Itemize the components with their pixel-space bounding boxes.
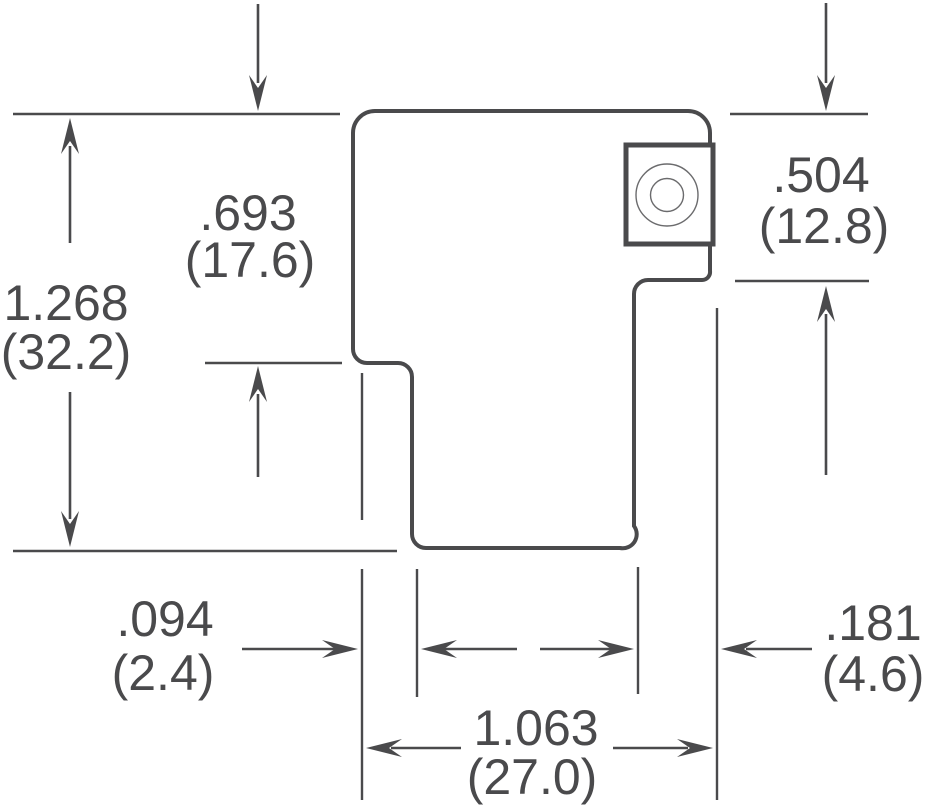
label-right-step-offset-in: .181 bbox=[824, 595, 921, 651]
dim-line-overall-height bbox=[61, 118, 79, 547]
arrowhead-down bbox=[817, 75, 835, 111]
dim-line-right-step-offset bbox=[540, 640, 812, 658]
dimension-labels: 1.268 (32.2) .693 (17.6) .504 (12.8) .09… bbox=[1, 147, 925, 805]
dimension-lines bbox=[61, 3, 835, 757]
screw-hole-outer-circle bbox=[635, 163, 699, 227]
arrowhead-up bbox=[817, 286, 835, 322]
label-overall-height-mm: (32.2) bbox=[1, 324, 132, 380]
part-outline bbox=[351, 109, 713, 551]
part-profile bbox=[351, 109, 716, 551]
screw-hole-inner-circle bbox=[649, 177, 685, 213]
label-top-to-right-step-mm: (12.8) bbox=[759, 198, 890, 254]
label-overall-height-in: 1.268 bbox=[3, 275, 128, 331]
arrowhead-right bbox=[322, 640, 358, 658]
dim-line-top-to-right-step bbox=[817, 3, 835, 475]
label-left-step-offset-in: .094 bbox=[116, 591, 213, 647]
label-overall-width-mm: (27.0) bbox=[467, 749, 598, 805]
arrowhead-right bbox=[677, 739, 713, 757]
label-overall-width-in: 1.063 bbox=[473, 700, 598, 756]
label-top-to-right-step-in: .504 bbox=[772, 147, 869, 203]
label-left-step-offset-mm: (2.4) bbox=[112, 645, 215, 701]
label-top-to-left-step-mm: (17.6) bbox=[185, 232, 316, 288]
arrowhead-down bbox=[61, 511, 79, 547]
arrowhead-up bbox=[249, 366, 267, 402]
dim-line-overall-width bbox=[366, 739, 713, 757]
arrowhead-left bbox=[366, 739, 402, 757]
arrowhead-down bbox=[249, 75, 267, 111]
arrowhead-left bbox=[421, 640, 457, 658]
extension-lines bbox=[13, 112, 869, 800]
arrowhead-left bbox=[721, 640, 757, 658]
label-top-to-left-step-in: .693 bbox=[199, 185, 296, 241]
arrowhead-up bbox=[61, 118, 79, 154]
dim-line-left-step-offset bbox=[242, 640, 517, 658]
arrowhead-right bbox=[598, 640, 634, 658]
screw-clamp-block bbox=[623, 142, 716, 247]
label-right-step-offset-mm: (4.6) bbox=[822, 646, 925, 702]
dim-line-top-to-left-step bbox=[249, 4, 267, 477]
